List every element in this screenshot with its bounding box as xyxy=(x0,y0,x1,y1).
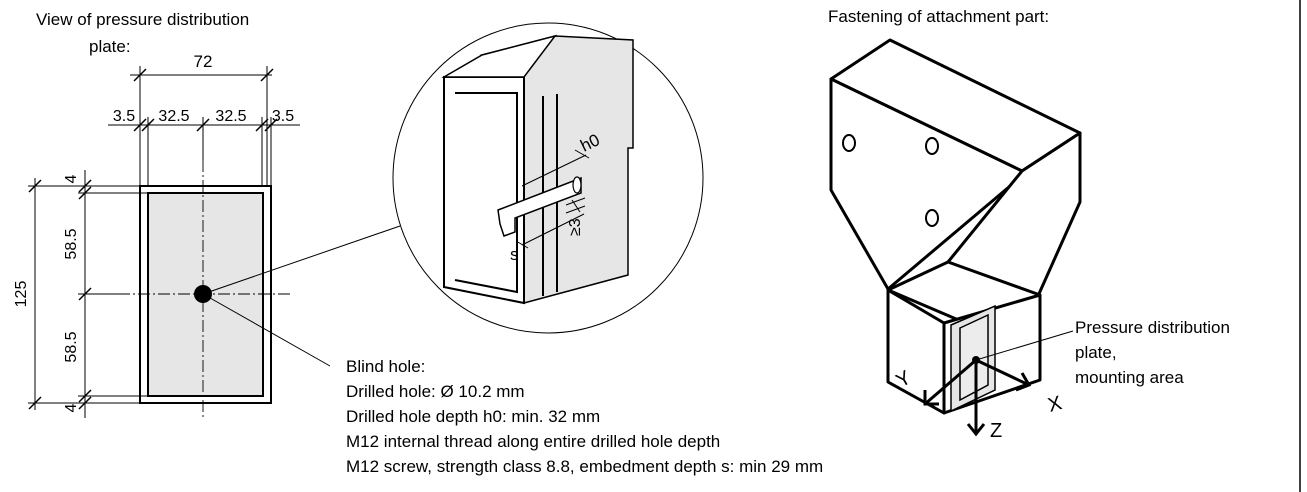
part-front-face xyxy=(829,77,1024,291)
blind-hole-line-3: M12 internal thread along entire drilled… xyxy=(346,432,721,451)
mounting-label-line2: plate, xyxy=(1075,343,1117,362)
dim-edge-bottom: 4 xyxy=(63,403,80,412)
dim-half-right: 32.5 xyxy=(215,108,246,125)
dim-half-left: 32.5 xyxy=(158,108,189,125)
mounting-label-line1: Pressure distribution xyxy=(1075,318,1230,337)
dim-overall-height: 125 xyxy=(13,281,30,308)
block-front-groove xyxy=(454,92,518,294)
coordinate-axes xyxy=(923,358,1032,437)
left-title-line2: plate: xyxy=(89,37,131,56)
dim-edge-left: 3.5 xyxy=(113,108,135,125)
blind-hole-line-1: Drilled hole: Ø 10.2 mm xyxy=(346,382,525,401)
screw-shape xyxy=(497,176,582,237)
detail-s-label: s xyxy=(510,245,519,264)
mounting-label-line3: mounting area xyxy=(1075,368,1184,387)
horizontal-dimensions xyxy=(108,66,300,186)
axis-z-label: Z xyxy=(990,420,1002,442)
axis-x-label: X xyxy=(1046,392,1065,417)
left-title-line1: View of pressure distribution xyxy=(36,10,250,29)
detail-dimension-lines xyxy=(515,149,590,249)
mounting-area-leader xyxy=(975,330,1074,361)
dim-edge-right: 3.5 xyxy=(272,108,294,125)
plate-view xyxy=(118,160,290,418)
dim-half-top: 58.5 xyxy=(63,228,80,259)
vertical-dimensions xyxy=(28,170,148,418)
block-top-face xyxy=(441,34,557,78)
right-title: Fastening of attachment part: xyxy=(828,7,1050,26)
part-holes xyxy=(842,134,939,227)
hole-end xyxy=(572,176,582,194)
detail-min-gap-label: ≥3 xyxy=(567,218,584,236)
dim-half-bottom: 58.5 xyxy=(63,331,80,362)
dim-overall-width: 72 xyxy=(194,52,213,71)
dim-edge-top: 4 xyxy=(63,174,80,183)
hole-1 xyxy=(842,134,856,152)
hole-3 xyxy=(925,209,939,227)
part-inner-face xyxy=(946,131,1082,298)
hole-2 xyxy=(925,137,939,155)
blind-hole-line-4: M12 screw, strength class 8.8, embedment… xyxy=(346,457,824,476)
blind-hole-leader xyxy=(202,293,331,367)
detail-view: h0 ≥3 s xyxy=(392,22,704,334)
blind-hole-title: Blind hole: xyxy=(346,357,426,376)
block-front-face xyxy=(443,76,525,305)
detail-leader xyxy=(202,225,401,295)
blind-hole-line-2: Drilled hole depth h0: min. 32 mm xyxy=(346,407,601,426)
